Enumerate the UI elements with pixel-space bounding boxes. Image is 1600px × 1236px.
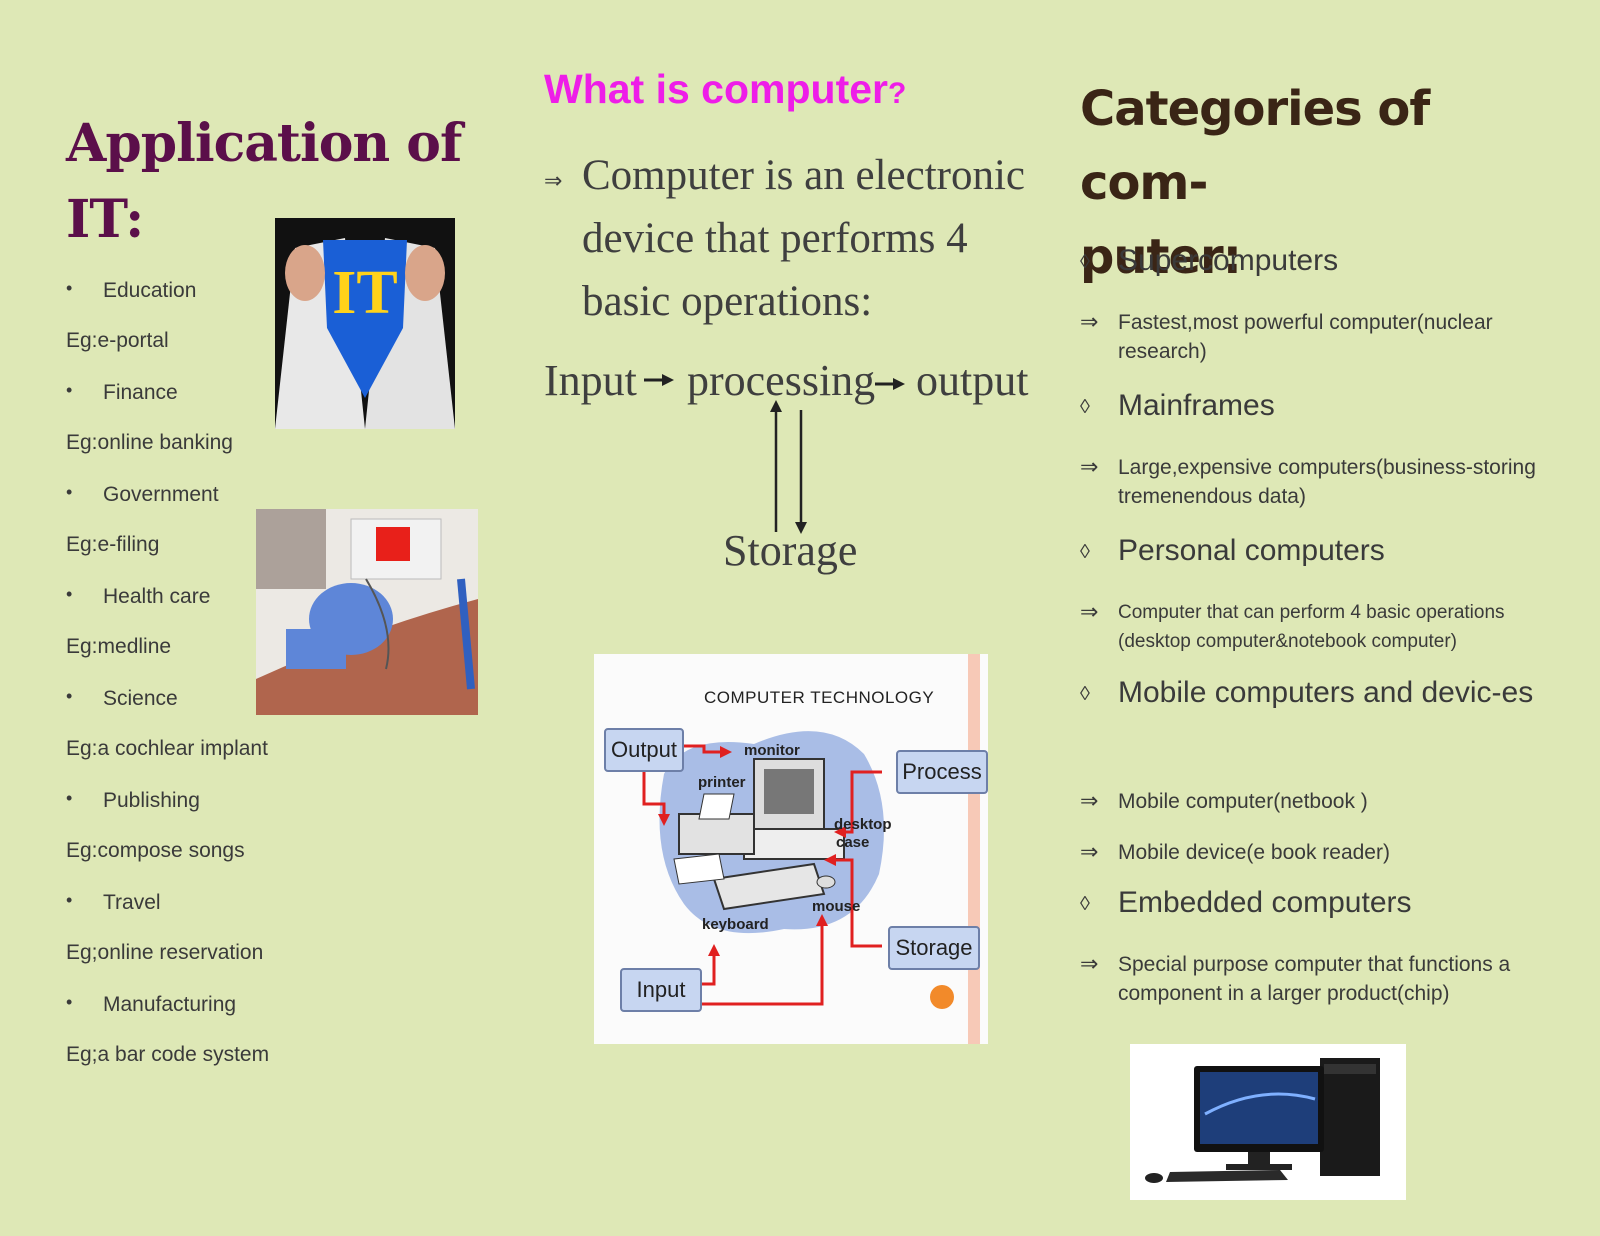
category-name: Mainframes (1118, 389, 1275, 422)
application-label: Finance (103, 381, 178, 404)
storage-arrows (770, 400, 807, 534)
diagram-heading: COMPUTER TECHNOLOGY (704, 688, 935, 707)
middle-title-text: What is computer (544, 66, 888, 112)
application-label: Education (103, 279, 197, 302)
category-name: Mobile computers and devic-es (1118, 676, 1534, 709)
category-name: Supercomputers (1118, 244, 1339, 277)
bullet-dot-icon: • (66, 482, 73, 502)
diagram-output-box: Output (604, 728, 684, 772)
flow-output: output (916, 356, 1029, 405)
application-label: Science (103, 687, 178, 710)
application-label: Government (103, 483, 219, 506)
arrow-right-icon (644, 374, 674, 386)
bullet-dot-icon: • (66, 890, 73, 910)
bullet-dot-icon: • (66, 380, 73, 400)
category-name: Personal computers (1118, 534, 1385, 567)
bullet-dot-icon: • (66, 686, 73, 706)
diagram-storage-box: Storage (888, 926, 980, 970)
bullet-dot-icon: • (66, 992, 73, 1012)
diamond-icon: ◊ (1080, 251, 1090, 273)
it-photo-text: IT (332, 259, 397, 327)
computer-technology-diagram: COMPUTER TECHNOLOGY Output Process Stora… (594, 654, 988, 1044)
left-column-title: Application of IT: (66, 113, 462, 250)
category-description-text: Fastest,most powerful computer(nuclear r… (1118, 311, 1493, 363)
right-title-line2: puter: (1080, 229, 1242, 285)
bullet-dot-icon: • (66, 788, 73, 808)
middle-title-question: ? (887, 77, 907, 110)
diagram-monitor-label: monitor (744, 742, 800, 759)
diamond-icon: ◊ (1080, 396, 1090, 418)
bullet-dot-icon: • (66, 584, 73, 604)
diagram-input-box: Input (620, 968, 702, 1012)
diamond-icon: ◊ (1080, 683, 1090, 705)
diagram-process-box: Process (896, 750, 988, 794)
category-description-text: Large,expensive computers(business-stori… (1118, 456, 1536, 508)
double-arrow-icon: ⇒ (1080, 454, 1099, 479)
double-arrow-icon: ⇒ (1080, 839, 1099, 864)
application-example: Eg:e-filing (66, 533, 160, 556)
application-example: Eg;a bar code system (66, 1043, 270, 1066)
diagram-printer-label: printer (698, 774, 746, 791)
application-label: Manufacturing (103, 993, 237, 1016)
diagram-keyboard-label: keyboard (702, 916, 769, 933)
desktop-computer-photo (1130, 1044, 1406, 1200)
middle-column-title: What is computer? (544, 66, 906, 113)
flow-storage: Storage (723, 526, 858, 575)
double-arrow-icon: ⇒ (1080, 951, 1099, 976)
application-label: Publishing (103, 789, 200, 812)
it-superhero-photo: IT (275, 218, 455, 429)
flow-processing: processing (687, 356, 876, 405)
application-label: Health care (103, 585, 211, 608)
application-example: Eg:compose songs (66, 839, 245, 862)
diagram-desktop-label: desktop (834, 816, 892, 833)
health-care-photo (256, 509, 478, 715)
flow-input: Input (544, 356, 637, 405)
diagram-mouse-label: mouse (812, 898, 861, 915)
right-title-line1: Categories of com- (1080, 81, 1430, 211)
category-description-text: Special purpose computer that functions … (1118, 953, 1511, 1005)
application-example: Eg:online banking (66, 431, 233, 454)
diamond-icon: ◊ (1080, 893, 1090, 915)
double-arrow-icon: ⇒ (544, 168, 563, 193)
application-example: Eg:medline (66, 635, 172, 658)
category-description-text: Mobile computer(netbook ) (1118, 790, 1368, 813)
category-description-text: Mobile device(e book reader) (1118, 841, 1390, 864)
category-description-text: Computer that can perform 4 basic operat… (1118, 602, 1505, 652)
double-arrow-icon: ⇒ (1080, 788, 1099, 813)
double-arrow-icon: ⇒ (1080, 599, 1099, 624)
double-arrow-icon: ⇒ (1080, 309, 1099, 334)
application-example: Eg:a cochlear implant (66, 737, 268, 760)
computer-definition: Computer is an electronic device that pe… (582, 152, 1025, 325)
right-column-title: Categories of com- puter: (1080, 72, 1560, 294)
bullet-dot-icon: • (66, 278, 73, 298)
application-example: Eg;online reservation (66, 941, 264, 964)
application-example: Eg:e-portal (66, 329, 169, 352)
category-name: Embedded computers (1118, 886, 1412, 919)
application-label: Travel (103, 891, 161, 914)
diagram-case-label: case (836, 834, 870, 851)
diamond-icon: ◊ (1080, 541, 1090, 563)
arrow-right-icon (875, 378, 905, 390)
